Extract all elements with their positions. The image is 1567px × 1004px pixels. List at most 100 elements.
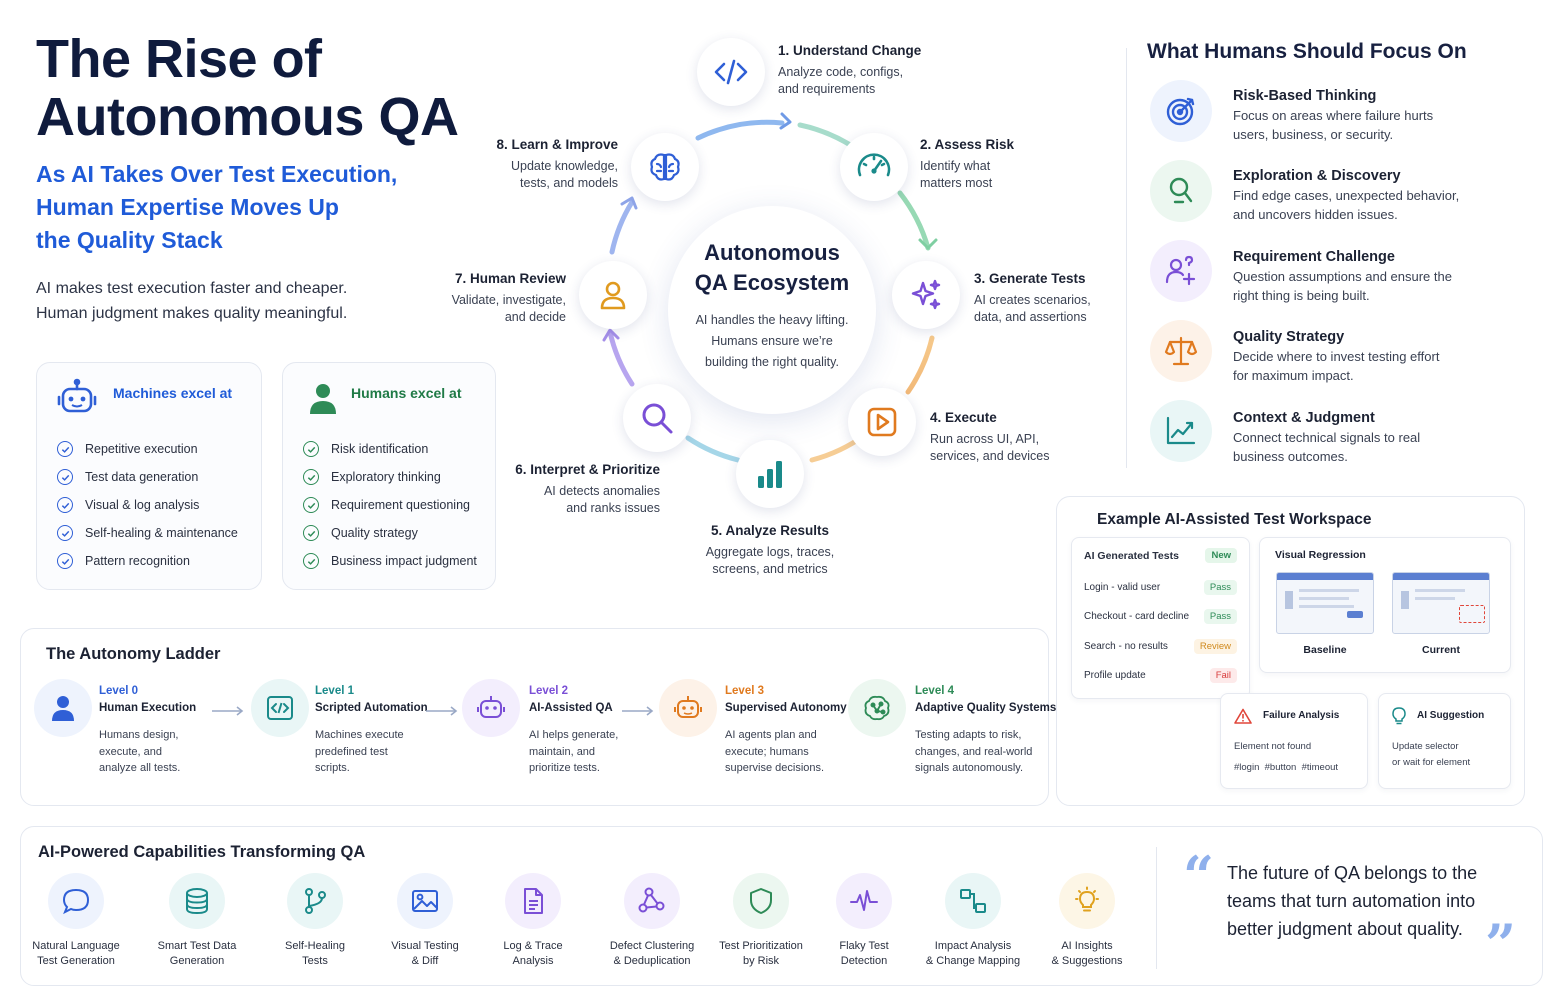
list-item: Self-healing & maintenance xyxy=(57,519,238,547)
current-screenshot[interactable] xyxy=(1392,572,1490,634)
arrow-right-icon xyxy=(622,706,654,716)
check-circle-icon xyxy=(57,497,73,513)
test-row[interactable]: Search - no results Review xyxy=(1084,639,1237,654)
baseline-screenshot[interactable] xyxy=(1276,572,1374,634)
suggestion-heading: AI Suggestion xyxy=(1417,710,1485,721)
workspace-card: Example AI-Assisted Test Workspace AI Ge… xyxy=(1056,496,1525,806)
code-icon xyxy=(697,38,765,106)
person-icon xyxy=(579,261,647,329)
list-item: Visual & log analysis xyxy=(57,491,238,519)
status-badge: Pass xyxy=(1203,609,1237,624)
step-1: 1. Understand Change Analyze code, confi… xyxy=(778,43,922,96)
check-circle-icon xyxy=(303,497,319,513)
ai-tests-panel: AI Generated Tests New Login - valid use… xyxy=(1071,537,1250,699)
visual-regression-panel: Visual Regression Baseline Current xyxy=(1259,537,1511,673)
robot-icon xyxy=(659,679,717,737)
focus-item-context: Context & Judgment Connect technical sig… xyxy=(1233,410,1421,464)
cluster-icon xyxy=(624,873,680,929)
check-circle-icon xyxy=(303,469,319,485)
check-circle-icon xyxy=(57,469,73,485)
person-question-icon xyxy=(1150,240,1212,302)
check-circle-icon xyxy=(303,525,319,541)
step-7: 7. Human Review Validate, investigate, a… xyxy=(451,271,566,324)
page-title: The Rise of Autonomous QA xyxy=(36,29,459,146)
quote-text: The future of QA belongs to the teams th… xyxy=(1227,863,1478,939)
warning-icon xyxy=(1234,708,1252,729)
page-subtitle: As AI Takes Over Test Execution, Human E… xyxy=(36,158,397,257)
subtitle-line-2: Human Expertise Moves Up xyxy=(36,194,339,220)
capability-item: Visual Testing& Diff xyxy=(365,873,485,969)
list-item: Requirement questioning xyxy=(303,491,477,519)
capability-item: AI Insights& Suggestions xyxy=(1027,873,1147,969)
arrow-right-icon xyxy=(426,706,458,716)
code-icon xyxy=(251,679,309,737)
focus-item-risk: Risk-Based Thinking Focus on areas where… xyxy=(1233,88,1434,142)
git-branch-icon xyxy=(287,873,343,929)
failure-heading: Failure Analysis xyxy=(1263,710,1340,721)
person-icon xyxy=(301,377,345,421)
intro-line-2: Human judgment makes quality meaningful. xyxy=(36,305,348,322)
step-3: 3. Generate Tests AI creates scenarios, … xyxy=(974,271,1091,324)
workspace-title: Example AI-Assisted Test Workspace xyxy=(1097,511,1372,528)
lightbulb-icon xyxy=(1391,707,1407,730)
humans-list: Risk identification Exploratory thinking… xyxy=(303,435,477,575)
machines-list: Repetitive execution Test data generatio… xyxy=(57,435,238,575)
autonomy-ladder: The Autonomy Ladder Level 0 Human Execut… xyxy=(20,628,1056,806)
test-row[interactable]: Profile update Fail xyxy=(1084,668,1237,683)
step-6: 6. Interpret & Prioritize AI detects ano… xyxy=(515,462,660,515)
intro-text: AI makes test execution faster and cheap… xyxy=(36,276,347,326)
sparkle-icon xyxy=(892,261,960,329)
ai-suggestion-panel: AI Suggestion Update selector or wait fo… xyxy=(1378,693,1511,789)
capability-item: Impact Analysis& Change Mapping xyxy=(913,873,1033,969)
test-row[interactable]: Checkout - card decline Pass xyxy=(1084,609,1237,624)
cycle-ring xyxy=(602,112,938,463)
target-icon xyxy=(1150,80,1212,142)
list-item: Exploratory thinking xyxy=(303,463,477,491)
status-badge: Pass xyxy=(1203,580,1237,595)
check-circle-icon xyxy=(303,553,319,569)
document-icon xyxy=(505,873,561,929)
test-row[interactable]: Login - valid user Pass xyxy=(1084,580,1237,595)
flow-icon xyxy=(945,873,1001,929)
new-badge: New xyxy=(1205,548,1237,563)
center-title-line-2: QA Ecosystem xyxy=(694,270,850,295)
step-8: 8. Learn & Improve Update knowledge, tes… xyxy=(496,137,618,190)
focus-item-strategy: Quality Strategy Decide where to invest … xyxy=(1233,329,1440,383)
step-2: 2. Assess Risk Identify what matters mos… xyxy=(920,137,1015,190)
center-title-line-1: Autonomous xyxy=(704,240,840,265)
level-3-number: Level 3 xyxy=(725,685,764,697)
image-icon xyxy=(397,873,453,929)
check-circle-icon xyxy=(57,525,73,541)
title-line-1: The Rise of xyxy=(36,29,322,89)
ecosystem-center: Autonomous QA Ecosystem AI handles the h… xyxy=(668,206,876,414)
center-desc-line-3: building the right quality. xyxy=(705,355,839,369)
magnifier-icon xyxy=(623,384,691,452)
brain-network-icon xyxy=(848,679,906,737)
level-4-name: Adaptive Quality Systems xyxy=(915,702,1057,714)
scale-icon xyxy=(1150,320,1212,382)
suggestion-line-2: or wait for element xyxy=(1392,757,1471,768)
subtitle-line-1: As AI Takes Over Test Execution, xyxy=(36,161,398,187)
level-3-name: Supervised Autonomy xyxy=(725,702,847,714)
focus-divider xyxy=(1126,48,1127,468)
capabilities-title: AI-Powered Capabilities Transforming QA xyxy=(38,843,366,861)
level-2-name: AI-Assisted QA xyxy=(529,702,613,714)
list-item: Business impact judgment xyxy=(303,547,477,575)
focus-item-exploration: Exploration & Discovery Find edge cases,… xyxy=(1233,168,1460,222)
robot-icon xyxy=(462,679,520,737)
level-0-name: Human Execution xyxy=(99,702,197,714)
machines-heading: Machines excel at xyxy=(113,385,233,401)
level-0-number: Level 0 xyxy=(99,685,138,697)
visual-regression-heading: Visual Regression xyxy=(1275,549,1366,561)
database-icon xyxy=(169,873,225,929)
baseline-label: Baseline xyxy=(1303,644,1347,656)
